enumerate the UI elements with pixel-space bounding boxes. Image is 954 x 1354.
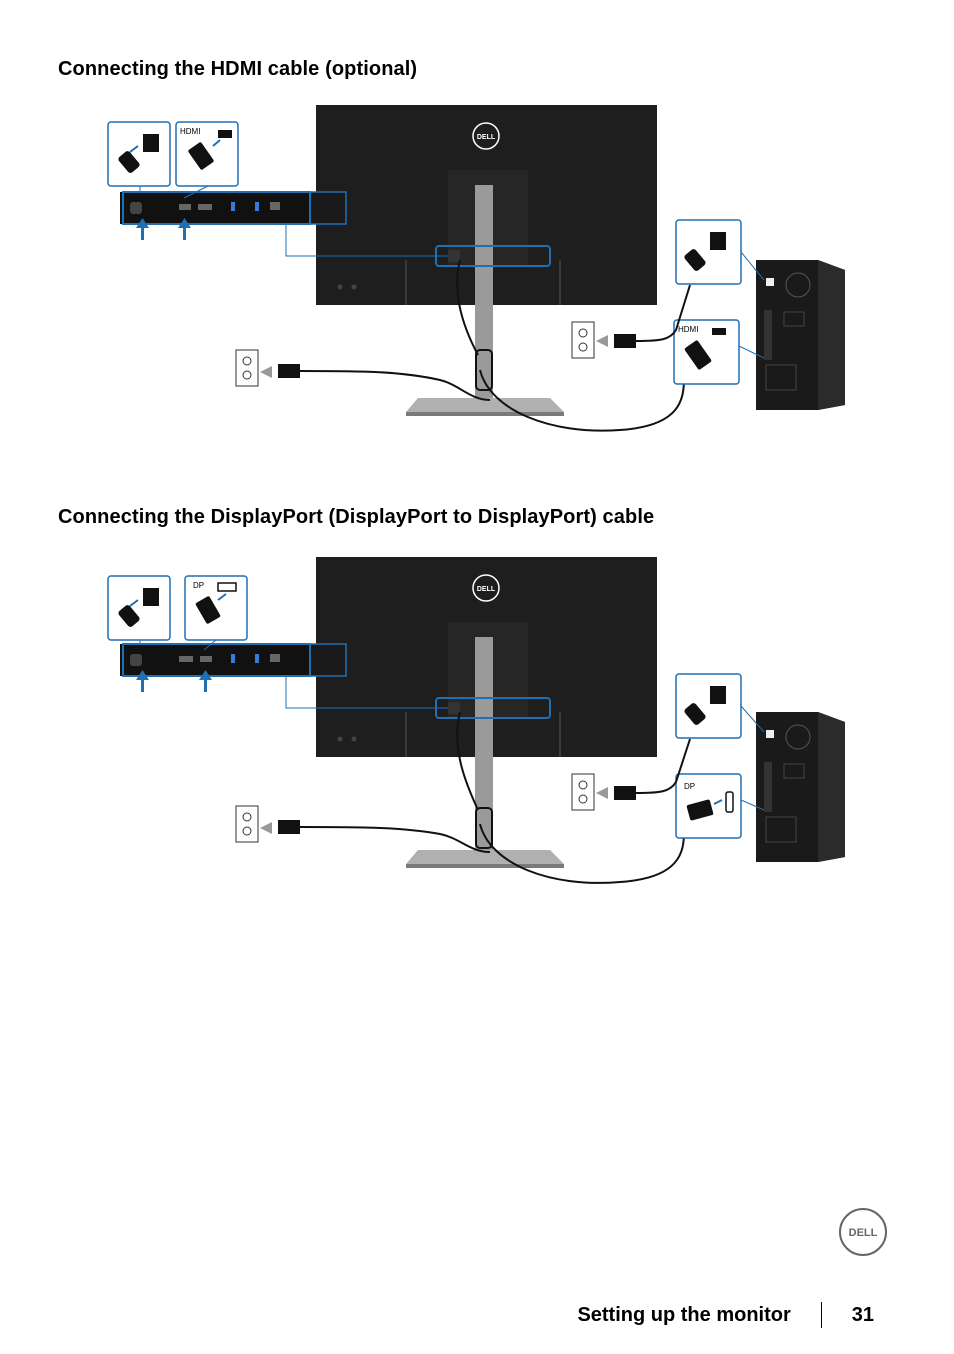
monitor-dell-logo: DELL: [472, 574, 500, 602]
computer-tower: [756, 712, 845, 862]
port-arrows: [136, 670, 212, 692]
monitor-stand: [475, 185, 493, 415]
svg-text:DP: DP: [193, 581, 204, 590]
hdmi-connection-diagram: DELL HDMI: [107, 105, 845, 432]
port-arrows: [136, 218, 191, 240]
monitor-stand: [475, 637, 493, 867]
cable-management-callout: [435, 697, 551, 719]
pc-hdmi-inset: HDMI: [673, 319, 765, 385]
svg-text:HDMI: HDMI: [678, 325, 698, 334]
footer-section-title: Setting up the monitor: [577, 1303, 791, 1326]
cable-management-callout: [435, 245, 551, 267]
port-panel-callout: [122, 191, 311, 225]
page-footer: Setting up the monitor 31: [577, 1300, 874, 1330]
monitor-dell-logo: DELL: [472, 122, 500, 150]
pc-dp-inset: DP: [675, 773, 765, 839]
svg-text:DELL: DELL: [477, 586, 496, 593]
wall-outlet-pc: [571, 321, 636, 359]
hdmi-inset: HDMI: [175, 121, 239, 187]
svg-text:DELL: DELL: [477, 134, 496, 141]
svg-text:HDMI: HDMI: [180, 127, 200, 136]
dp-inset: DP: [184, 575, 248, 641]
pc-power-inset: [675, 219, 765, 285]
wall-outlet-monitor: [235, 349, 300, 387]
power-inset: [107, 121, 171, 187]
wall-outlet-monitor: [235, 805, 300, 843]
section-heading-hdmi: Connecting the HDMI cable (optional): [58, 58, 418, 80]
svg-text:DELL: DELL: [849, 1227, 878, 1239]
power-inset: [107, 575, 171, 641]
computer-tower: [756, 260, 845, 410]
footer-divider: [820, 1302, 822, 1328]
page-number: 31: [851, 1303, 874, 1326]
port-panel-callout: [122, 643, 311, 677]
displayport-connection-diagram: DELL DP: [107, 557, 845, 884]
pc-power-inset: [675, 673, 765, 739]
svg-text:DP: DP: [684, 782, 695, 791]
wall-outlet-pc: [571, 773, 636, 811]
dell-logo: DELL: [839, 1208, 887, 1256]
section-heading-displayport: Connecting the DisplayPort (DisplayPort …: [58, 506, 655, 528]
